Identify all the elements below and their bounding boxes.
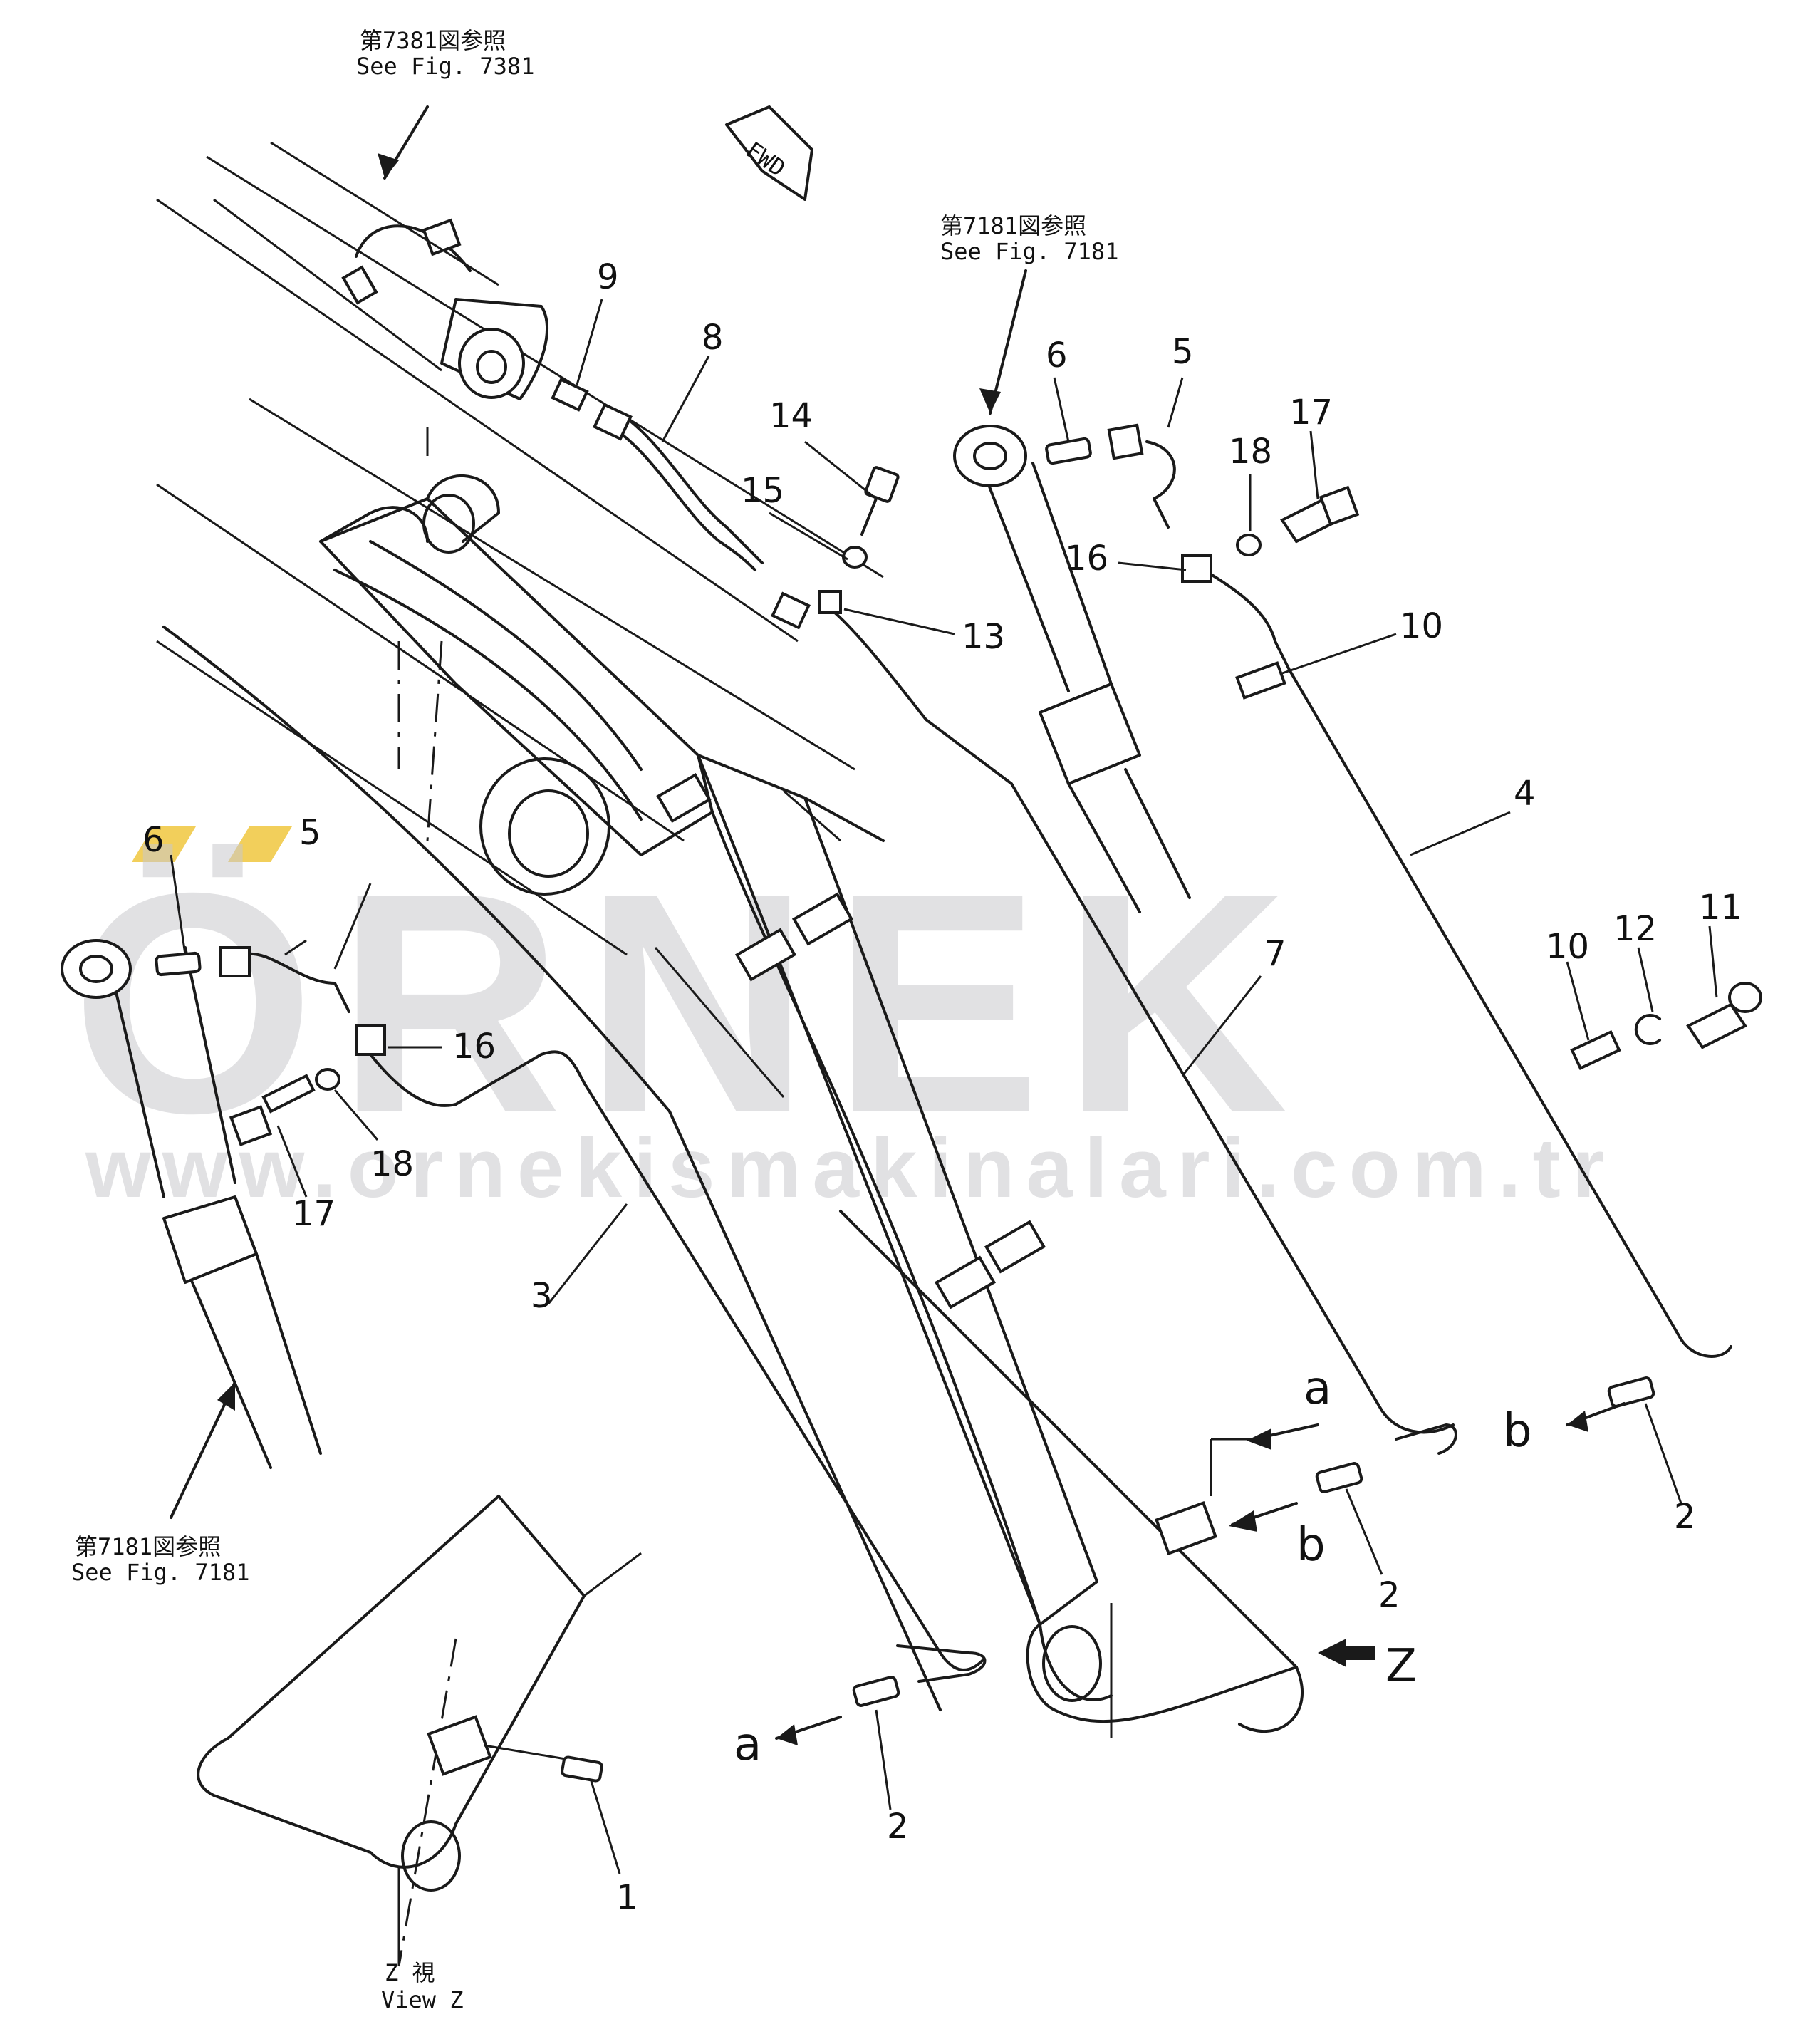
- callout-8: 8: [702, 318, 724, 358]
- washer-18-left: [315, 1068, 340, 1091]
- callout-15: 15: [741, 471, 784, 511]
- callout-9: 9: [597, 257, 619, 297]
- fitting-6-left: [155, 951, 202, 977]
- view-z-marker: Z: [1385, 1640, 1417, 1693]
- view-z-en: View Z: [381, 1986, 464, 2013]
- nipple-1: [561, 1755, 603, 1783]
- washer-18-right: [1236, 534, 1262, 556]
- pipe-3: [369, 1050, 984, 1671]
- bolt-17-left: [261, 1074, 316, 1114]
- view-z-arrow-icon: [1318, 1639, 1375, 1667]
- hose-5-left: [241, 952, 350, 1013]
- callout-6-left: 6: [142, 820, 165, 860]
- fitting-6-right: [1045, 437, 1092, 465]
- callout-10-upper: 10: [1400, 606, 1443, 646]
- view-z-jp: Z 視: [385, 1959, 435, 1986]
- hose-8: [611, 426, 756, 571]
- callout-2-c: 2: [1674, 1497, 1696, 1537]
- fwd-direction-tag: FWD: [725, 105, 813, 201]
- callout-14: 14: [769, 396, 813, 436]
- watermark-url: www.ornekismakinalari.com.tr: [85, 1121, 1616, 1215]
- nipple-2-c: [1607, 1376, 1655, 1408]
- reference-labels: 第7381図参照 See Fig. 7381 第7181図参照 See Fig.…: [71, 27, 1532, 2013]
- callout-16-left: 16: [452, 1027, 496, 1067]
- callout-16-right: 16: [1065, 539, 1108, 579]
- clamp-13: [818, 590, 842, 614]
- ref-top-right-jp: 第7181図参照: [940, 212, 1086, 239]
- callout-17-right: 17: [1289, 393, 1333, 432]
- callout-17-left: 17: [292, 1194, 336, 1234]
- ref-top-left-en: See Fig. 7381: [356, 53, 534, 80]
- flow-marker-a-left: a: [734, 1718, 761, 1771]
- grease-lines: [241, 412, 1732, 1683]
- flow-marker-b-far-right: b: [1503, 1405, 1532, 1458]
- callout-11: 11: [1699, 888, 1742, 928]
- callout-2-b: 2: [1378, 1575, 1400, 1615]
- boom-structure: [61, 141, 1304, 1967]
- callout-5-right: 5: [1172, 332, 1194, 372]
- callout-12: 12: [1613, 909, 1657, 949]
- watermark-brand: ÖRNEK: [71, 829, 1310, 1178]
- callout-6-right: 6: [1046, 336, 1068, 375]
- callout-5-left: 5: [299, 813, 321, 853]
- pipe-4: [1202, 569, 1732, 1358]
- callout-13: 13: [962, 617, 1005, 657]
- callout-10-lower: 10: [1546, 927, 1589, 967]
- elbow-13: [771, 591, 811, 630]
- flow-marker-b-right: b: [1296, 1519, 1326, 1572]
- clamp-16-right: [1181, 554, 1212, 583]
- ref-bottom-left-en: See Fig. 7181: [71, 1559, 249, 1586]
- bolt-14: [864, 466, 900, 503]
- nut-5-left: [219, 946, 251, 977]
- ref-top-right-en: See Fig. 7181: [940, 238, 1118, 265]
- watermark: ÖRNEK www.ornekismakinalari.com.tr: [71, 826, 1616, 1215]
- watermark-accent-mark: [132, 826, 196, 862]
- nut-8: [593, 403, 633, 441]
- flow-marker-a-right: a: [1304, 1362, 1331, 1415]
- clamp-10-upper: [1235, 661, 1286, 700]
- watermark-accent-mark: [228, 826, 292, 862]
- clamp-10-lower: [1570, 1029, 1621, 1071]
- callout-18-left: 18: [370, 1144, 414, 1184]
- nut-5-right: [1107, 423, 1144, 460]
- fittings: [155, 378, 1762, 1783]
- callouts: 9 8 14 15 13 6 5 18 17 16 10 4 10 12 11 …: [142, 257, 1742, 1918]
- nipple-2-a: [852, 1676, 900, 1707]
- nipple-2-b: [1315, 1462, 1363, 1493]
- ring-12: [1634, 1014, 1661, 1045]
- clamp-16-left: [355, 1024, 386, 1056]
- ref-bottom-left-jp: 第7181図参照: [75, 1533, 221, 1560]
- hose-5-right: [1145, 440, 1176, 529]
- callout-3: 3: [531, 1276, 553, 1316]
- leader-lines: [170, 105, 1718, 1874]
- washer-15: [842, 546, 868, 569]
- callout-4: 4: [1514, 774, 1536, 814]
- fitting-9: [551, 378, 589, 412]
- bolt-11: [1686, 1002, 1747, 1049]
- callout-18-right: 18: [1229, 432, 1272, 472]
- fwd-label: FWD: [741, 136, 790, 182]
- ref-top-left-jp: 第7381図参照: [360, 27, 506, 54]
- callout-7: 7: [1264, 934, 1286, 974]
- callout-1: 1: [616, 1878, 638, 1918]
- callout-2-a: 2: [887, 1807, 909, 1847]
